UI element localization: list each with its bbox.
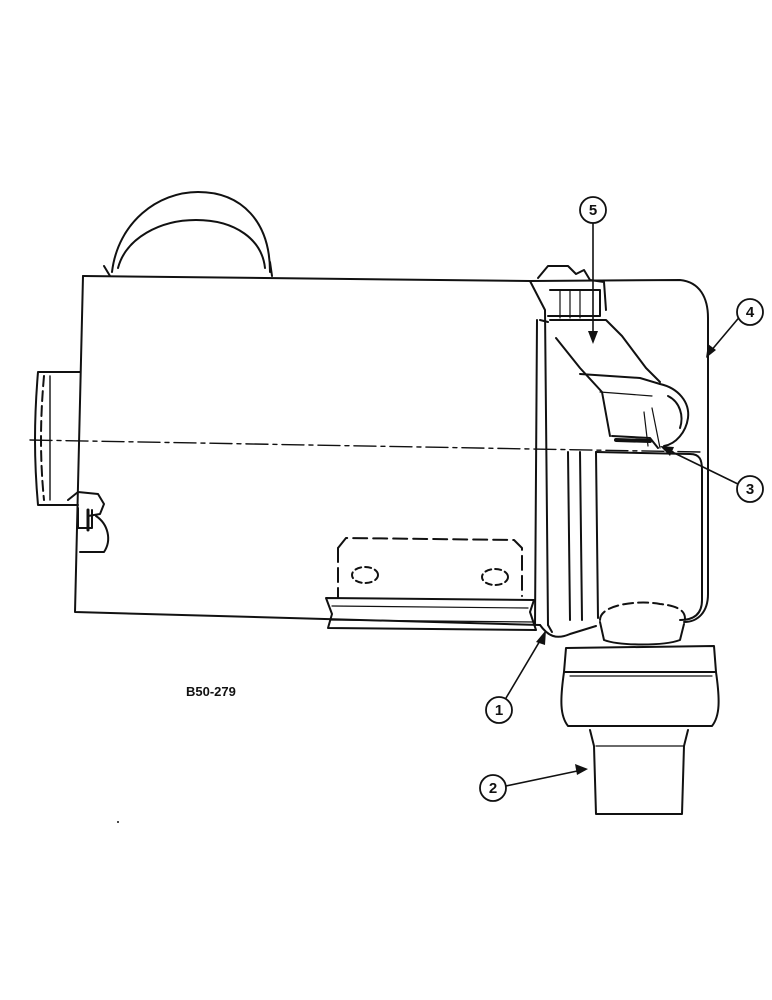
figure-code: B50-279 (186, 684, 236, 699)
scan-dot (117, 821, 119, 823)
left-outlet-pipe (34, 371, 81, 506)
callout-4-label: 4 (746, 304, 755, 321)
bottom-outlet-neck (599, 601, 686, 646)
air-cleaner-body (74, 275, 549, 626)
callout-1: 1 (485, 696, 513, 724)
callout-3-label: 3 (746, 481, 754, 498)
callout-2-label: 2 (489, 780, 497, 797)
arrow-2 (575, 764, 588, 775)
leader-3 (663, 447, 743, 487)
arrow-1 (536, 630, 546, 645)
cutaway-detail (537, 265, 690, 449)
arrow-3 (660, 446, 674, 456)
dust-valve (560, 645, 720, 815)
callout-2: 2 (479, 774, 507, 802)
top-dome (103, 191, 273, 277)
leader-4 (709, 313, 743, 353)
housing-shell (529, 279, 709, 623)
left-latch (67, 491, 110, 553)
gasket-seal (539, 624, 597, 638)
leader-1 (505, 633, 545, 699)
arrow-5 (588, 331, 598, 344)
mounting-bracket (325, 537, 537, 631)
arrow-4 (706, 344, 716, 358)
arrowheads (536, 331, 716, 775)
callout-1-label: 1 (495, 702, 503, 719)
callout-3: 3 (736, 475, 764, 503)
leader-2 (505, 769, 583, 787)
leader-lines (505, 221, 743, 787)
callout-4: 4 (736, 298, 764, 326)
center-line (29, 439, 701, 453)
callout-5: 5 (579, 196, 607, 224)
callout-5-label: 5 (589, 202, 597, 219)
